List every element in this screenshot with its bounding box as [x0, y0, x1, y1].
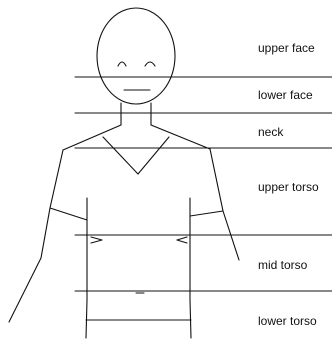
- left-sleeve-hem: [50, 208, 87, 220]
- collar-left: [103, 137, 138, 174]
- label-mid-torso: mid torso: [258, 258, 307, 272]
- label-lower-face: lower face: [258, 88, 313, 102]
- label-lower-torso: lower torso: [258, 314, 317, 328]
- right-sleeve-outer: [210, 149, 223, 211]
- left-eye: [118, 62, 126, 66]
- left-arm-upper: [41, 208, 50, 258]
- right-leg: [190, 300, 191, 338]
- label-upper-torso: upper torso: [258, 180, 319, 194]
- left-tick-upper: [91, 237, 102, 240]
- label-upper-face: upper face: [258, 41, 315, 55]
- right-shoulder: [151, 125, 210, 149]
- right-tick-upper: [177, 237, 187, 240]
- left-leg: [86, 300, 87, 338]
- label-neck: neck: [258, 125, 283, 139]
- right-tick-lower: [177, 240, 187, 243]
- left-tick-lower: [91, 240, 102, 243]
- left-arm-lower: [9, 258, 41, 322]
- right-eye: [145, 62, 155, 66]
- collar-right: [138, 137, 169, 174]
- left-sleeve-outer: [50, 150, 63, 208]
- right-sleeve-hem: [190, 211, 223, 216]
